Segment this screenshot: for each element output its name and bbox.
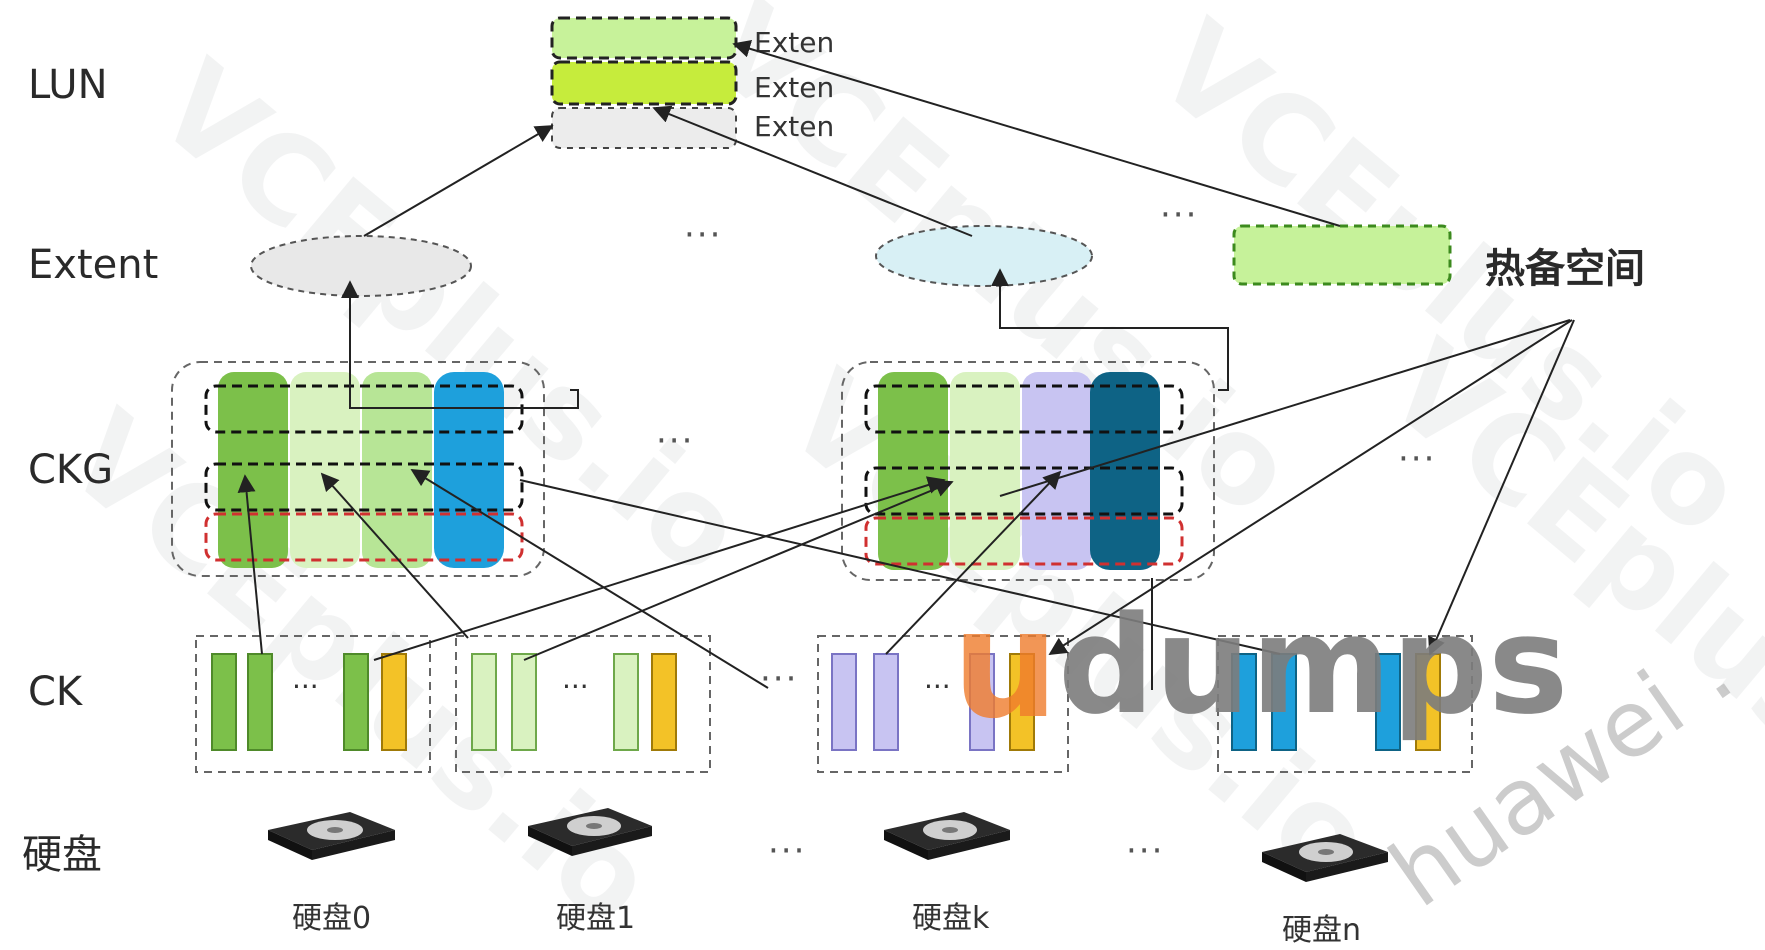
arrow-ckg2-to-extent2 [991,268,1229,391]
row-label-lun: LUN [28,62,108,108]
connectors [237,40,1575,690]
row-label-disk: 硬盘 [22,832,102,878]
extent-ellipsis: ··· [684,215,722,255]
disk-label-0: 硬盘0 [292,901,371,936]
disk-label-n: 硬盘n [1282,913,1361,948]
ckg-ellipsis: ··· [656,421,694,461]
disk-icon-k [884,812,1010,860]
arrow-ck-diskk-ckg2 [885,470,1062,655]
disk-icon-n [1262,834,1388,882]
row-label-ckg: CKG [28,447,113,493]
extent-ellipsis-2: ··· [1160,195,1198,235]
hot-spare-extent [1232,224,1452,286]
ck-group-disk0: ··· [195,635,431,773]
arrow-hotspare-to-ck-n [1428,319,1575,656]
line-hotspare-to-ckg2 [999,319,1571,497]
arrow-hotspare-to-ck-k [1048,319,1573,655]
arrow-hotspare-to-lun [732,40,1341,227]
svg-text:u: u [952,578,1059,752]
row-label-ck: CK [28,669,84,715]
arrow-ck-disk1-ckg2 [523,479,954,661]
lun-extent-label-3: Exten [754,110,834,143]
disk-ellipsis-2: ··· [1126,831,1164,871]
disk-ellipsis: ··· [768,831,806,871]
ckg-ellipsis-2: ··· [1398,439,1436,479]
ckg-group-2 [841,361,1215,581]
extent-1 [250,235,472,297]
udumps-watermark: u dumps [952,578,1568,752]
arrow-ck-diskk-1 [410,469,769,689]
hot-spare-label: 热备空间 [1485,246,1645,292]
line-ckg1-to-diskn [519,479,1281,655]
svg-text:···: ··· [292,670,319,703]
arrow-ck-disk0-ckg2 [373,476,946,661]
svg-text:···: ··· [562,670,589,703]
svg-text:dumps: dumps [1058,587,1568,744]
row-label-extent: Extent [28,242,158,288]
arrow-ckg1-to-extent1 [341,280,579,409]
svg-text:···: ··· [924,670,951,703]
disk-label-k: 硬盘k [912,901,990,936]
ck-group-diskk: ··· [817,635,1069,773]
ckg-group-1 [171,361,545,577]
arrow-extent2-to-lun [652,105,973,237]
arrow-ck-disk0 [237,474,263,655]
lun-block: Exten Exten Exten [550,16,834,149]
extent-2 [875,225,1093,287]
disk-icon-0 [268,812,395,860]
lun-extent-label-2: Exten [754,71,834,104]
disk-label-1: 硬盘1 [556,901,635,936]
arrow-ck-disk1 [320,472,469,639]
disk-icon-1 [528,808,652,856]
ck-group-diskn [1217,635,1473,773]
arrow-extent1-to-lun [363,125,554,237]
ck-ellipsis: ··· [760,659,798,699]
